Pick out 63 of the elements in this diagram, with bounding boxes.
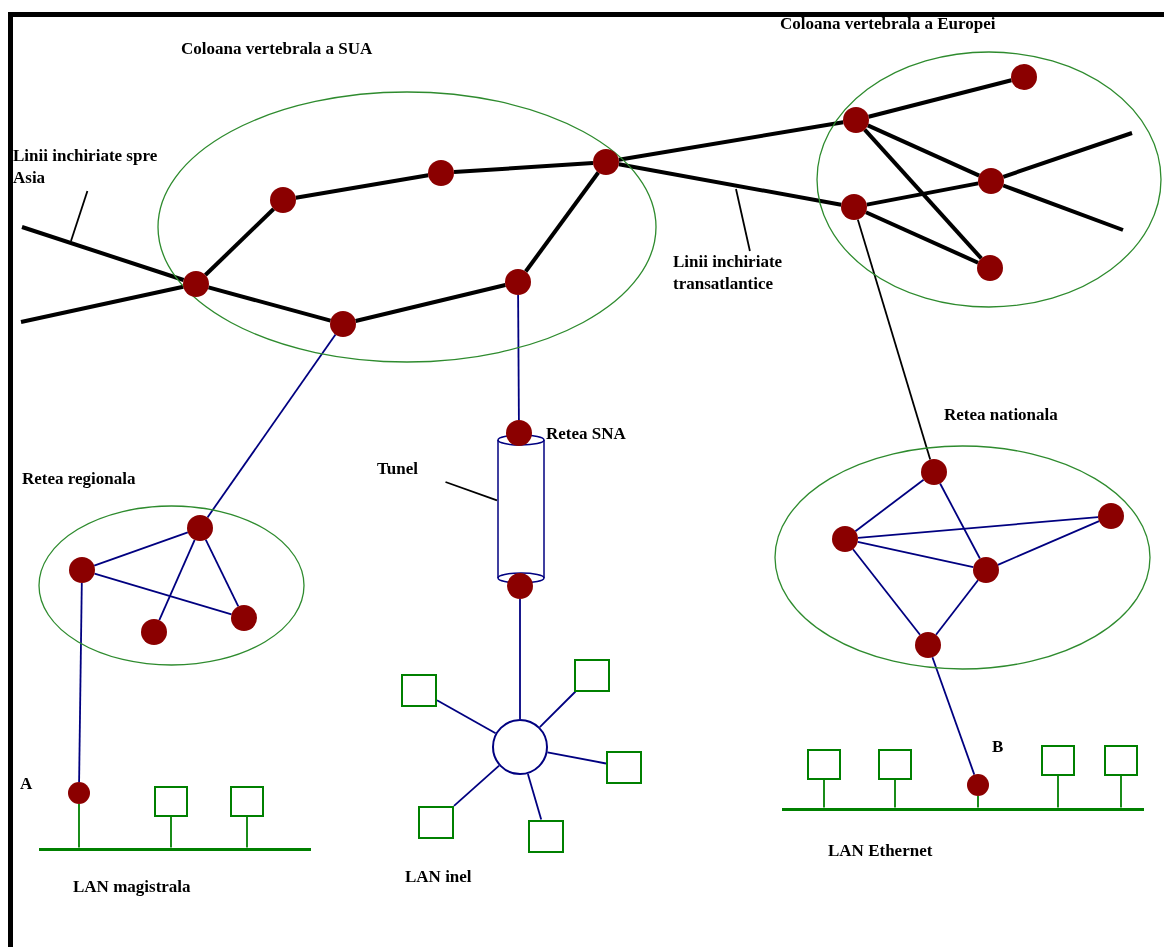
network-link	[355, 283, 506, 323]
network-link	[618, 162, 842, 207]
network-link	[170, 815, 172, 849]
network-link	[852, 548, 921, 636]
node-caption: A	[20, 773, 33, 795]
network-link	[207, 285, 332, 323]
network-link	[453, 764, 500, 807]
network-link	[865, 210, 979, 265]
network-link	[856, 540, 975, 569]
network-link	[206, 333, 337, 519]
leader-line	[735, 188, 751, 252]
network-link	[997, 520, 1100, 566]
network-link	[866, 181, 979, 207]
network-link	[517, 294, 520, 421]
network-link	[93, 531, 189, 567]
network-link	[204, 538, 240, 608]
network-link	[1002, 131, 1133, 179]
network-link	[20, 284, 184, 324]
network-link	[894, 778, 896, 809]
network-link	[939, 482, 981, 560]
network-link	[857, 516, 1099, 539]
leader-line	[70, 190, 89, 242]
network-link	[867, 123, 980, 178]
group-title: Coloana vertebrala a SUA	[181, 38, 373, 60]
network-link	[618, 120, 844, 162]
network-link	[204, 207, 275, 277]
callout-text: Linii inchiriate transatlantice	[673, 251, 784, 295]
network-link	[78, 803, 80, 849]
network-label: LAN inel	[405, 866, 472, 888]
network-link	[854, 478, 925, 533]
network-link	[977, 795, 979, 809]
node-caption: LAN magistrala	[73, 876, 191, 898]
network-link	[295, 173, 429, 200]
network-link	[931, 656, 976, 776]
network-link	[519, 598, 521, 720]
network-link	[524, 171, 600, 273]
group-title: Coloana vertebrala a Europei	[780, 13, 996, 35]
network-link	[868, 78, 1012, 119]
network-link	[93, 572, 233, 616]
network-link	[935, 579, 979, 636]
callout-text: Tunel	[377, 458, 419, 480]
network-link	[246, 815, 248, 849]
network-link	[21, 225, 185, 282]
network-link	[453, 160, 594, 175]
callout-text: Linii inchiriate spre Asia	[13, 145, 159, 189]
network-link	[1057, 774, 1059, 809]
group-title: Retea nationala	[944, 404, 1058, 426]
network-link	[436, 699, 497, 735]
network-link	[546, 751, 607, 765]
leader-line	[444, 481, 498, 502]
network-link	[863, 128, 983, 260]
network-link	[78, 582, 83, 783]
network-link	[856, 218, 932, 461]
group-title: Retea regionala	[22, 468, 136, 490]
network-link	[823, 778, 825, 809]
node-caption: B	[992, 736, 1004, 758]
network-link	[1002, 183, 1124, 232]
network-link	[538, 690, 577, 729]
network-link	[1120, 774, 1122, 809]
network-link	[158, 539, 196, 621]
network-label: Retea SNA	[546, 423, 626, 445]
node-caption: LAN Ethernet	[828, 840, 933, 862]
network-link	[527, 773, 543, 821]
